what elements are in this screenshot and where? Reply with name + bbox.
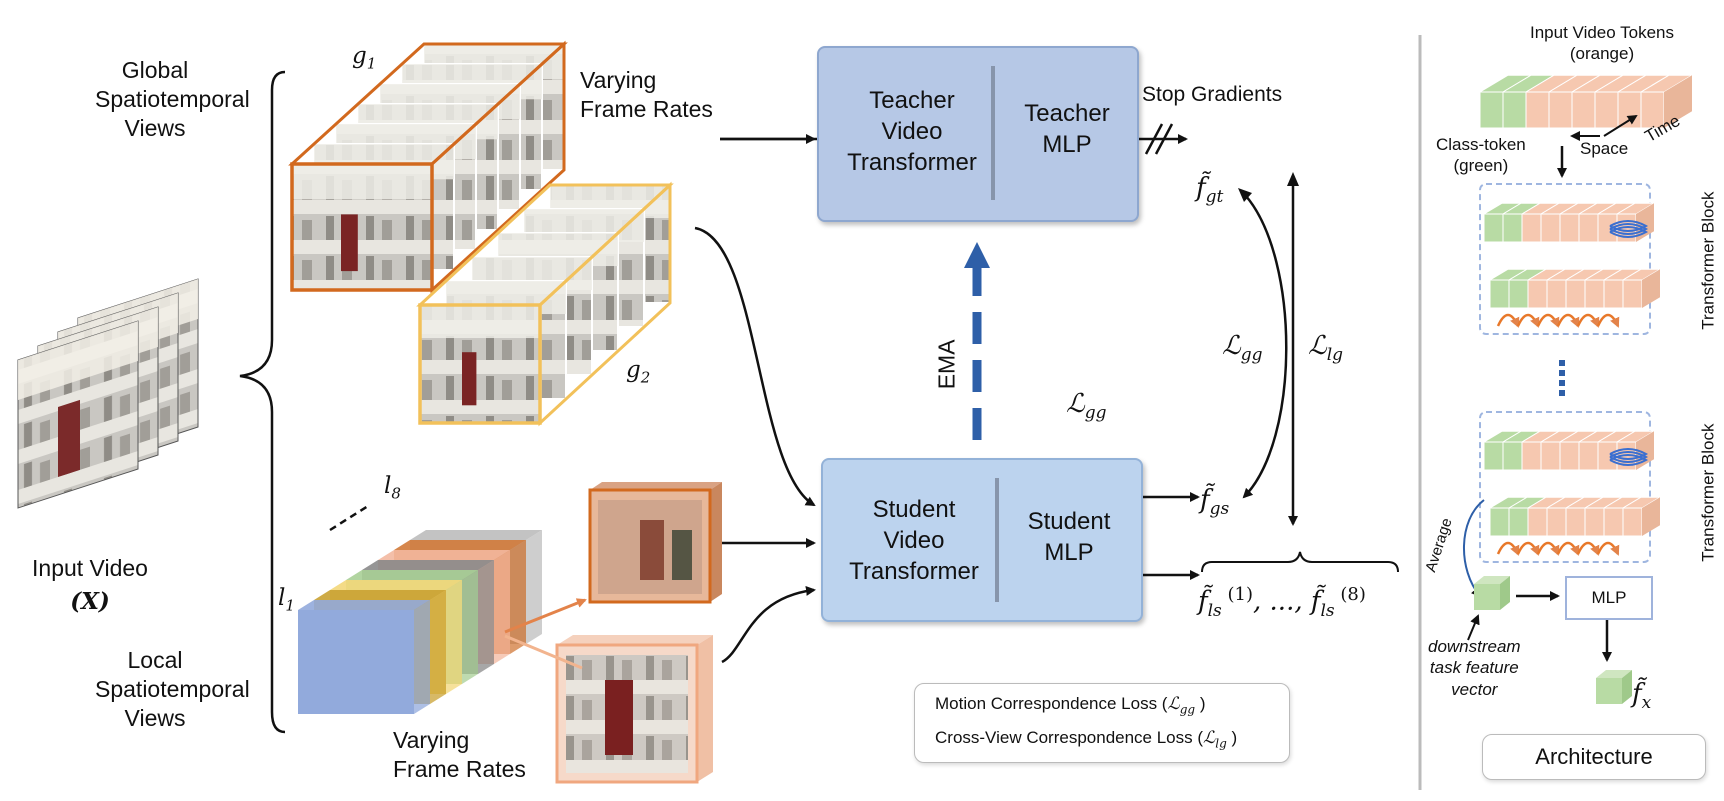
legend-cross: Cross-View Correspondence Loss (ℒlg ) xyxy=(935,728,1238,751)
stop-gradients-label: Stop Gradients xyxy=(1142,83,1283,106)
input-video-symbol: (X) xyxy=(70,588,110,615)
input-video-frames xyxy=(17,278,199,509)
class-token-label: Class-token(green) xyxy=(1436,135,1526,176)
space-label: Space xyxy=(1580,139,1629,158)
token-row xyxy=(1478,74,1694,129)
global-view-g1-stack xyxy=(288,40,568,294)
stack-frame xyxy=(291,163,433,291)
L-gg-curve-label: ℒgg xyxy=(1222,331,1263,366)
transformer-block-label-2: Transformer Block xyxy=(1698,423,1718,562)
token-row xyxy=(1482,430,1656,471)
g2-label: g2 xyxy=(626,357,651,387)
local-views-stack xyxy=(298,530,542,714)
ema-label: EMA xyxy=(933,339,960,390)
token-row xyxy=(1482,202,1656,243)
input-frame xyxy=(17,320,139,509)
L-lg-label: ℒlg xyxy=(1308,331,1344,366)
token-row xyxy=(1488,496,1662,537)
local-features-brace xyxy=(1201,551,1399,573)
transformer-block-label-1: Transformer Block xyxy=(1698,191,1718,330)
f-gt-label: f̃gt xyxy=(1196,173,1224,208)
input-tokens-label: Input Video Tokens(orange) xyxy=(1530,23,1674,64)
arch-mlp-box: MLP xyxy=(1565,576,1653,620)
global-view-g2-stack xyxy=(416,181,674,427)
l-dash-line xyxy=(329,504,369,532)
loss-legend: Motion Correspondence Loss (ℒgg ) Cross-… xyxy=(914,683,1290,763)
L-gg-mid-label: ℒgg xyxy=(1066,389,1107,424)
input-video-label: Input Video xyxy=(32,555,148,581)
input-split-brace xyxy=(239,70,286,734)
local-crop-orange xyxy=(588,482,722,604)
legend-motion: Motion Correspondence Loss (ℒgg ) xyxy=(935,694,1206,717)
f-x-label: f̃x xyxy=(1632,679,1652,714)
architecture-button: Architecture xyxy=(1482,734,1706,780)
l1-label: l1 xyxy=(278,585,295,615)
f-ls-label: f̃ls (1), ..., f̃ls (8) xyxy=(1198,584,1366,621)
l8-label: l8 xyxy=(384,473,401,503)
token-row xyxy=(1488,268,1662,309)
stack-frame xyxy=(419,304,541,424)
g1-label: g1 xyxy=(352,43,377,73)
f-gs-label: f̃gs xyxy=(1200,485,1230,520)
architecture-panel xyxy=(1463,74,1694,704)
local-crop-peach xyxy=(555,635,713,784)
